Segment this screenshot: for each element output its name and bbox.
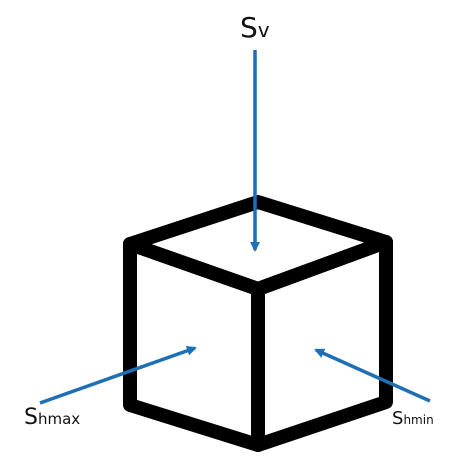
cube xyxy=(123,195,393,452)
cube-left-face xyxy=(123,237,265,452)
stress-labels: Sv Shmax Shmin xyxy=(24,11,434,430)
hmax-stress-label: Shmax xyxy=(24,405,80,430)
cube-top-face xyxy=(123,195,393,296)
hmax-stress-arrow xyxy=(39,345,197,405)
hmin-stress-label: Shmin xyxy=(392,408,434,429)
cube-right-face xyxy=(251,235,393,452)
stress-arrows xyxy=(39,50,431,405)
vertical-stress-label: Sv xyxy=(240,11,270,44)
hmin-stress-arrow xyxy=(314,348,431,403)
